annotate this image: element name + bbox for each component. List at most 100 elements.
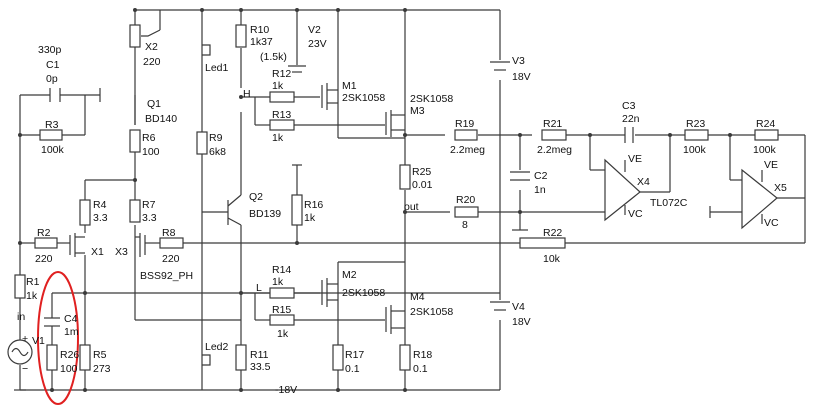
v1-plus: + [22,333,28,345]
led1-diode [202,44,211,56]
r7-value: 3.3 [142,212,157,224]
r24-name: R24 [756,118,775,130]
x4-vc-label: VC [628,208,643,220]
q1-value: BD140 [145,113,177,125]
r16-name: R16 [304,199,323,211]
c3-value: 22n [622,113,640,125]
r11-value: 33.5 [250,361,271,373]
c1-name: C1 [46,59,60,71]
v3-name: V3 [512,55,525,67]
q2-name: Q2 [249,191,263,203]
r24-resistor [754,129,779,141]
c1-prefix: 330p [38,44,62,56]
r16-resistor [291,194,303,226]
r12-name: R12 [272,68,291,80]
r22-name: R22 [543,227,562,239]
v4-name: V4 [512,301,525,313]
m3-name: M3 [410,105,425,117]
r4-resistor [79,199,91,226]
r18-name: R18 [413,349,432,361]
m4-name: M4 [410,291,425,303]
r10-value: 1k37 [250,36,273,48]
c4-name: C4 [64,313,78,325]
x5-name: X5 [774,182,787,194]
out-label: out [404,201,419,213]
r15-value: 1k [277,328,289,340]
r13-value: 1k [272,132,284,144]
c4-value: 1m [64,326,79,338]
c2-value: 1n [534,184,546,196]
r1-name: R1 [26,276,40,288]
r9-value: 6k8 [209,146,226,158]
wires [19,9,806,391]
r17-resistor [332,344,344,371]
v2-name: V2 [308,24,321,36]
bss-label: BSS92_PH [140,270,193,282]
r16-value: 1k [304,212,316,224]
r23-resistor [684,129,709,141]
r17-value: 0.1 [345,363,360,375]
x4-type: TL072C [650,197,688,209]
q1-name: Q1 [147,98,161,110]
x4-opamp [604,158,641,222]
r25-value: 0.01 [412,179,433,191]
x4-ve-label: VE [628,153,642,165]
r18-resistor [399,344,411,371]
r25-name: R25 [412,166,431,178]
r3-resistor [39,129,63,141]
r8-resistor [159,237,184,249]
r2-value: 220 [35,253,53,265]
r18-value: 0.1 [413,363,428,375]
r24-value: 100k [753,144,777,156]
r11-resistor [235,344,247,371]
led2-diode [202,354,211,366]
x1-name: X1 [91,246,104,258]
h-node: H [243,88,251,100]
r4-name: R4 [93,199,107,211]
r5-name: R5 [93,349,107,361]
c3-name: C3 [622,100,636,112]
in-label: in [17,311,25,323]
v4-value: 18V [512,316,531,328]
r7-resistor [129,199,141,223]
r5-value: 273 [93,363,111,375]
r19-resistor [454,129,478,141]
c1-value: 0p [46,73,58,85]
r19-name: R19 [455,118,474,130]
r12-resistor [269,91,295,103]
r2-name: R2 [37,227,51,239]
r14-resistor [269,287,295,299]
r19-value: 2.2meg [450,144,485,156]
c2-name: C2 [534,170,548,182]
r1-value: 1k [26,290,38,302]
led2-label: Led2 [205,341,229,353]
r26-name: R26 [60,349,79,361]
x5-opamp [741,168,778,230]
r21-resistor [541,129,567,141]
text-labels: X2 220 330p C1 0p Q1 BD140 R3 100k R6 10… [17,24,787,396]
r9-name: R9 [209,132,223,144]
m3-type: 2SK1058 [410,93,453,105]
r2-resistor [34,237,58,249]
r10-alt: (1.5k) [260,51,287,63]
r10-resistor [235,24,247,48]
r5-resistor [79,344,91,371]
r26-value: 100 [60,363,78,375]
m4-value: 2SK1058 [410,306,453,318]
junction-dots [18,8,732,392]
r22-value: 10k [543,253,561,265]
v3-value: 18V [512,71,531,83]
x4-name: X4 [637,176,650,188]
r23-value: 100k [683,144,707,156]
r6-resistor [129,129,141,153]
x5-vc-label: VC [764,217,779,229]
r22-resistor [519,237,566,249]
m1-name: M1 [342,80,357,92]
r13-resistor [269,119,295,131]
components [7,8,779,391]
v1-minus: − [22,363,28,375]
r13-name: R13 [272,109,291,121]
r8-value: 220 [162,253,180,265]
r15-resistor [269,314,295,326]
